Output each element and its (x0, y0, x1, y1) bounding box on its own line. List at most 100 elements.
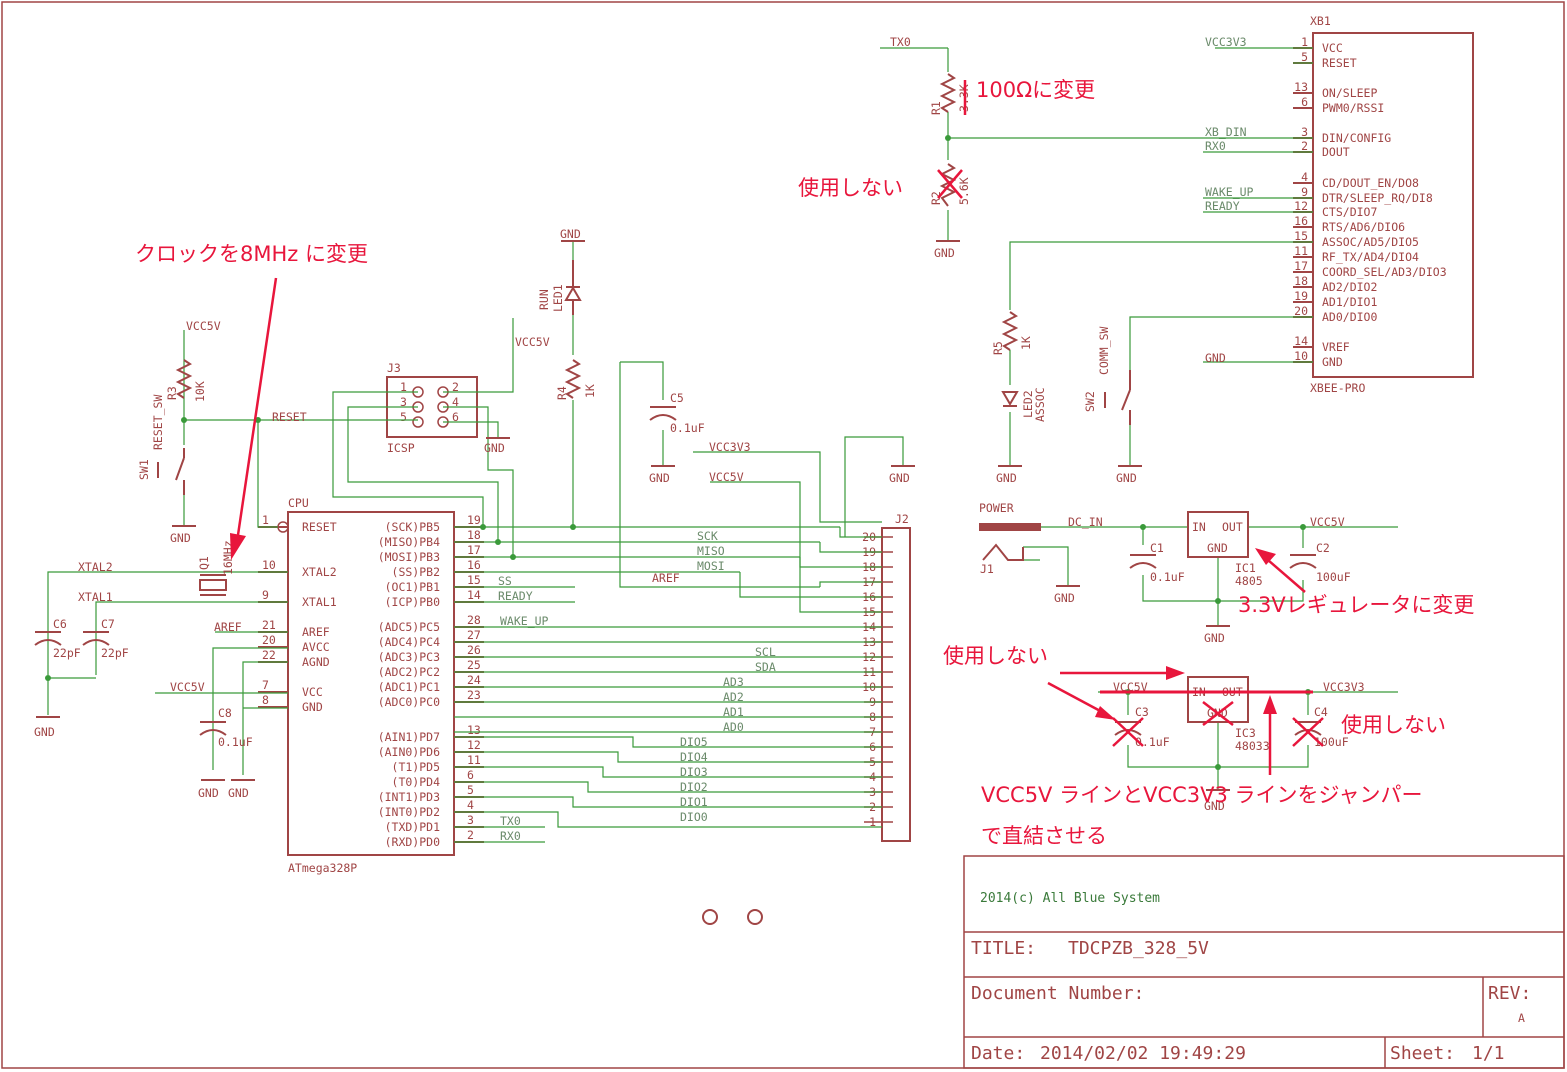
xbee-pin-num: 12 (1294, 199, 1308, 213)
crystal-q1: Q1 16MHz (197, 540, 235, 596)
j2-net-label: DIO4 (680, 750, 708, 764)
svg-text:1K: 1K (1019, 336, 1033, 350)
svg-text:GND: GND (198, 786, 219, 800)
svg-text:GND: GND (1116, 471, 1137, 485)
svg-text:GND: GND (34, 725, 55, 739)
svg-text:LED2: LED2 (1021, 390, 1035, 418)
xbee-ref: XB1 (1310, 14, 1331, 28)
xbee-pin-num: 13 (1294, 80, 1308, 94)
svg-text:GND: GND (996, 471, 1017, 485)
j2-net-label: DIO0 (680, 810, 708, 824)
annotation-r2-unused: 使用しない (798, 176, 903, 200)
cpu-pin-num: 10 (262, 558, 276, 572)
xbee-pin-name: CTS/DIO7 (1322, 205, 1377, 219)
svg-text:1K: 1K (583, 384, 597, 398)
cpu-pin-name: XTAL1 (302, 595, 337, 609)
j2-net-label: SCL (755, 645, 776, 659)
mount-hole-2 (747, 909, 763, 925)
annotation-clock: クロックを8MHz に変更 (135, 242, 368, 266)
xbee-net-label: RX0 (1205, 139, 1226, 153)
svg-text:1: 1 (400, 380, 407, 394)
cpu-pin-num: 21 (262, 618, 276, 632)
resistor-r3: R3 10K (165, 359, 207, 402)
cpu-pin-num: 2 (467, 828, 474, 842)
mount-hole-1 (702, 909, 718, 925)
cpu-pin-name: (ADC2)PC2 (378, 665, 440, 679)
rev-value: A (1518, 1011, 1525, 1025)
cpu-net-label: MISO (697, 544, 725, 558)
svg-text:R5: R5 (991, 341, 1005, 355)
xbee-pin-name: DTR/SLEEP_RQ/DI8 (1322, 191, 1433, 205)
xbee-net-label: WAKE_UP (1205, 185, 1254, 199)
cpu-pin-name: (MISO)PB4 (378, 535, 440, 549)
svg-text:GND: GND (934, 246, 955, 260)
cap-c2: C2 100uF (1289, 541, 1351, 584)
title-block: 2014(c) All Blue System TITLE: TDCPZB_32… (963, 855, 1565, 1069)
j2-pin-num: 1 (869, 815, 876, 829)
xbee-pin-name: RF_TX/AD4/DIO4 (1322, 250, 1419, 264)
j2-net-label: DIO2 (680, 780, 708, 794)
resistor-r1: R1 3.3K (929, 73, 971, 115)
svg-text:VCC3V3: VCC3V3 (709, 440, 751, 454)
copyright-text: 2014(c) All Blue System (980, 891, 1160, 906)
cap-c8: C8 0.1uF (199, 706, 253, 749)
j2-pins: 201918171615141312SCL11SDA10AD39AD28AD17… (680, 530, 893, 829)
cpu-net-label: SCK (697, 529, 718, 543)
cpu-pin-num: 26 (467, 643, 481, 657)
net-labels: VCC5V VCC5V RESET XTAL2 XTAL1 AREF VCC5V… (78, 35, 1365, 694)
sheet-value: 1/1 (1472, 1043, 1505, 1064)
led-led1: RUN LED1 (537, 260, 582, 315)
cpu-pin-name: (ADC1)PC1 (378, 680, 440, 694)
cpu-pin-name: (T0)PD4 (392, 775, 441, 789)
cpu-net-label: MOSI (697, 559, 725, 573)
xbee-pin-name: AD0/DIO0 (1322, 310, 1377, 324)
sheet-label: Sheet: (1390, 1043, 1455, 1064)
j2-net-label: AD2 (723, 690, 744, 704)
cpu-pin-name: (INT0)PD2 (378, 805, 440, 819)
xbee-pin-name: VCC (1322, 41, 1343, 55)
xbee-pin-name: ON/SLEEP (1322, 86, 1377, 100)
j2-net-label: DIO1 (680, 795, 708, 809)
cpu-pin-num: 20 (262, 633, 276, 647)
cpu-pin-num: 22 (262, 648, 276, 662)
annotations: クロックを8MHz に変更 100Ωに変更 使用しない 3.3Vレギュレータに変… (135, 78, 1474, 848)
switch-sw1: SW1 RESET_SW (137, 395, 185, 495)
xbee-name: XBEE-PRO (1310, 381, 1365, 395)
xbee-pin-num: 19 (1294, 289, 1308, 303)
power-jack-j1: J1 (979, 523, 1041, 576)
cap-c7: C7 22pF (82, 617, 129, 660)
svg-text:LED1: LED1 (551, 284, 565, 312)
svg-text:COMM_SW: COMM_SW (1097, 326, 1111, 375)
annotation-c4-unused: 使用しない (1341, 713, 1446, 737)
svg-text:R1: R1 (929, 101, 943, 115)
svg-text:GND: GND (889, 471, 910, 485)
cpu-pin-name: (ADC5)PC5 (378, 620, 440, 634)
xbee-pin-num: 9 (1301, 185, 1308, 199)
svg-text:VCC5V: VCC5V (170, 680, 205, 694)
xbee-pin-num: 14 (1294, 334, 1308, 348)
title-label: TITLE: (971, 938, 1036, 959)
cpu-pin-name: AVCC (302, 640, 330, 654)
xbee-pin-num: 2 (1301, 139, 1308, 153)
xbee-pin-name: CD/DOUT_EN/DO8 (1322, 176, 1419, 190)
svg-text:48033: 48033 (1235, 739, 1270, 753)
svg-text:AREF: AREF (652, 571, 680, 585)
cpu-pin-num: 27 (467, 628, 481, 642)
svg-text:GND: GND (1204, 631, 1225, 645)
svg-text:IN: IN (1192, 520, 1206, 534)
led-led2: LED2 ASSOC (1001, 387, 1047, 422)
date-label: Date: (971, 1043, 1025, 1064)
regulator-ic1: IN OUT GND IC1 4805 (1187, 511, 1263, 588)
cpu-pin-name: AGND (302, 655, 330, 669)
cpu-pin-num: 18 (467, 528, 481, 542)
xbee-pin-name: ASSOC/AD5/DIO5 (1322, 235, 1419, 249)
svg-text:J1: J1 (980, 562, 994, 576)
svg-text:4: 4 (452, 395, 459, 409)
svg-text:GND: GND (1207, 541, 1228, 555)
j2-net-label: SDA (755, 660, 776, 674)
svg-text:C6: C6 (53, 617, 67, 631)
svg-text:VCC3V3: VCC3V3 (1323, 680, 1365, 694)
svg-text:R4: R4 (555, 386, 569, 400)
cpu-pin-num: 28 (467, 613, 481, 627)
svg-text:GND: GND (170, 531, 191, 545)
